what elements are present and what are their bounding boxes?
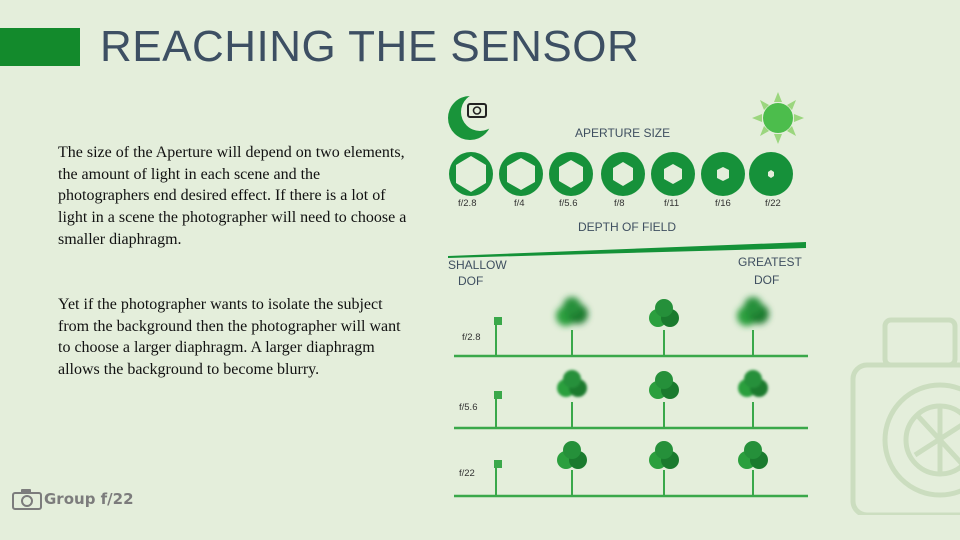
row-stop-label: f/2.8 <box>462 332 481 343</box>
dof-row-f5-6: f/5.6 <box>454 370 808 430</box>
row-stop-label: f/5.6 <box>459 402 478 413</box>
stop-label: f/8 <box>614 198 625 209</box>
group-f22-logo: Group f/22 <box>12 488 134 510</box>
aperture-dof-infographic: APERTURE SIZE <box>448 92 808 498</box>
shallow-label: SHALLOW <box>448 258 507 272</box>
aperture-f4-icon <box>499 152 543 196</box>
greatest-label: GREATEST <box>738 255 802 269</box>
stop-label: f/4 <box>514 198 525 209</box>
shallow-dof-label: DOF <box>458 274 483 288</box>
aperture-f22-icon <box>749 152 793 196</box>
dof-row-f2-8: f/2.8 <box>454 297 808 358</box>
aperture-f2-8-icon <box>449 152 493 196</box>
aperture-f11-icon <box>651 152 695 196</box>
aperture-f5-6-icon <box>549 152 593 196</box>
greatest-dof-label: DOF <box>754 273 779 287</box>
stop-label: f/16 <box>715 198 731 209</box>
slide-title: REACHING THE SENSOR <box>100 22 640 71</box>
dof-wedge <box>448 242 806 258</box>
aperture-f8-icon <box>601 152 645 196</box>
body-paragraph-2: Yet if the photographer wants to isolate… <box>58 294 408 381</box>
camera-watermark-icon <box>850 317 960 515</box>
dof-row-f22: f/22 <box>454 441 808 498</box>
moon-camera-icon <box>448 93 499 140</box>
stop-label: f/11 <box>664 198 679 209</box>
stop-label: f/5.6 <box>559 198 578 209</box>
depth-of-field-label: DEPTH OF FIELD <box>578 220 676 234</box>
stop-label: f/2.8 <box>458 198 477 209</box>
row-stop-label: f/22 <box>459 468 475 479</box>
sun-icon <box>752 92 804 144</box>
title-accent-bar <box>0 28 80 66</box>
camera-logo-icon <box>12 489 42 510</box>
aperture-size-label: APERTURE SIZE <box>575 126 670 140</box>
paragraph-aperture-depends: The size of the Aperture will depend on … <box>58 144 407 248</box>
body-paragraph-1: The size of the Aperture will depend on … <box>58 142 408 251</box>
stop-label: f/22 <box>765 198 781 209</box>
aperture-f16-icon <box>701 152 745 196</box>
paragraph-isolate-subject: Yet if the photographer wants to isolate… <box>58 296 401 379</box>
logo-text: Group f/22 <box>44 490 134 508</box>
